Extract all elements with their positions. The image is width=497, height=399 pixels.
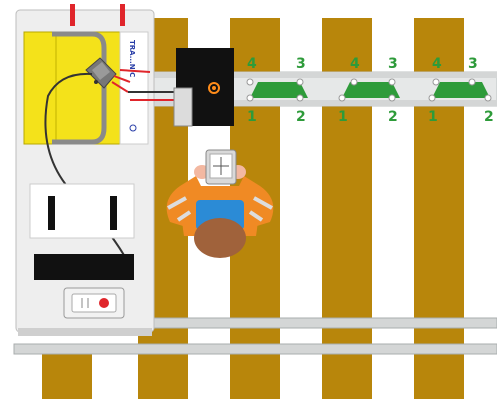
marker: [428, 78, 492, 102]
label-bottom: 2: [388, 109, 398, 125]
worker-topview-icon: [166, 149, 274, 258]
charger-unit: TRA...NIC: [15, 4, 215, 336]
label-bottom: 1: [338, 109, 348, 125]
battery-pack-icon: TRA...NIC: [23, 31, 149, 145]
label-bottom: 1: [428, 109, 438, 125]
label-top: 3: [296, 56, 306, 72]
label-top: 4: [432, 56, 442, 72]
tablet-device-icon: [205, 149, 237, 185]
label-top: 4: [350, 56, 360, 72]
clamp-connector-icon: [85, 57, 151, 93]
label-bottom: 1: [247, 109, 257, 125]
battery-brand: TRA...NIC: [128, 40, 136, 77]
rail-markers: [246, 78, 492, 102]
marker: [246, 78, 308, 102]
label-top: 4: [247, 56, 257, 72]
junction-box-icon: [173, 48, 234, 127]
marker: [338, 78, 400, 102]
red-switch-icon: [63, 287, 125, 319]
sleeper: [42, 350, 92, 399]
label-bottom: 2: [296, 109, 306, 125]
label-top: 3: [468, 56, 478, 72]
label-bottom: 2: [484, 109, 494, 125]
marker-labels: 4 3 4 3 4 3 1 2 1 2 1 2: [247, 56, 494, 125]
label-top: 3: [388, 56, 398, 72]
